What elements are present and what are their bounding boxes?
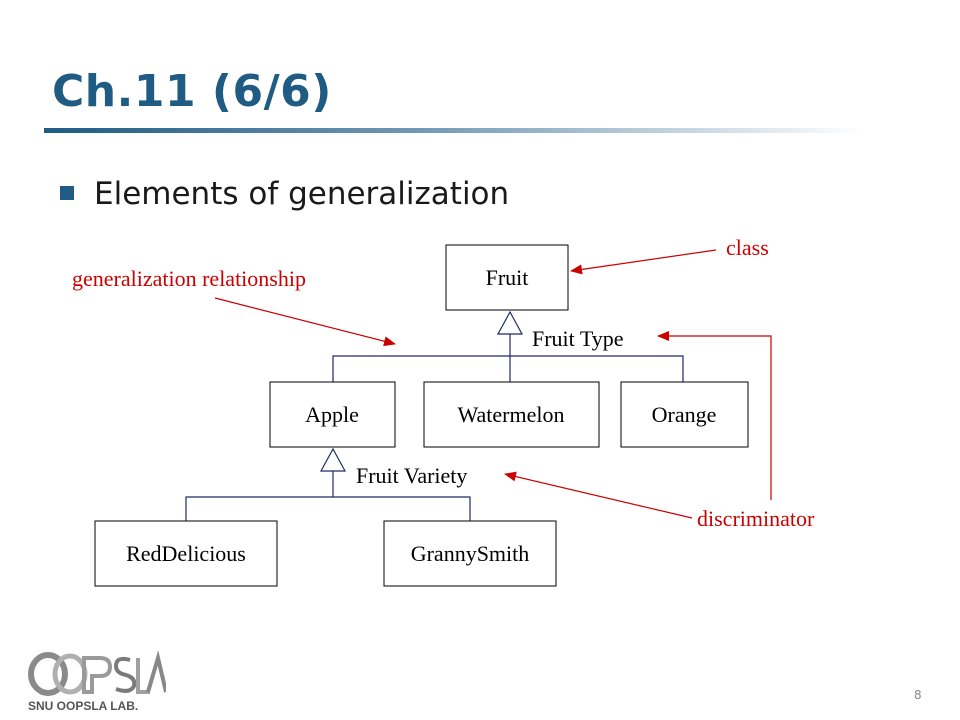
annotation-class: class xyxy=(726,235,769,260)
logo-caption: SNU OOPSLA LAB. xyxy=(28,699,138,712)
generalization-apple xyxy=(185,447,471,521)
bullet-square-icon xyxy=(60,186,74,200)
annotation-discriminator-arrow-variety xyxy=(504,471,693,519)
annotation-generalization: generalization relationship xyxy=(72,266,306,291)
class-box-grannysmith: GrannySmith xyxy=(383,520,557,587)
class-label-fruit: Fruit xyxy=(486,265,529,290)
slide-title: Ch.11 (6/6) xyxy=(52,66,332,117)
generalization-triangle-fruit xyxy=(496,310,524,335)
class-label-grannysmith: GrannySmith xyxy=(411,541,530,566)
class-label-orange: Orange xyxy=(652,402,717,427)
generalization-bus-apple xyxy=(185,496,471,521)
annotation-class-arrow xyxy=(570,249,717,275)
generalization-triangle-apple xyxy=(319,447,347,472)
discriminator-fruit-type: Fruit Type xyxy=(532,326,624,351)
discriminator-fruit-variety: Fruit Variety xyxy=(356,463,467,488)
class-box-apple: Apple xyxy=(269,381,396,448)
title-underline xyxy=(44,128,864,133)
class-box-watermelon: Watermelon xyxy=(423,381,600,448)
class-label-apple: Apple xyxy=(305,402,359,427)
class-label-watermelon: Watermelon xyxy=(458,402,565,427)
bullet-text: Elements of generalization xyxy=(94,176,510,212)
generalization-fruit xyxy=(332,310,684,382)
page-number: 8 xyxy=(914,688,922,702)
oopsla-logo: SNU OOPSLA LAB. xyxy=(28,650,166,712)
class-box-fruit: Fruit xyxy=(445,244,569,311)
class-box-reddelicious: RedDelicious xyxy=(94,520,278,587)
annotation-generalization-arrow xyxy=(214,297,396,347)
generalization-bus-fruit xyxy=(332,355,684,382)
class-box-orange: Orange xyxy=(620,381,749,448)
annotation-discriminator: discriminator xyxy=(697,506,815,531)
annotation-discriminator-arrow-type xyxy=(657,331,772,500)
class-label-reddelicious: RedDelicious xyxy=(126,541,246,566)
